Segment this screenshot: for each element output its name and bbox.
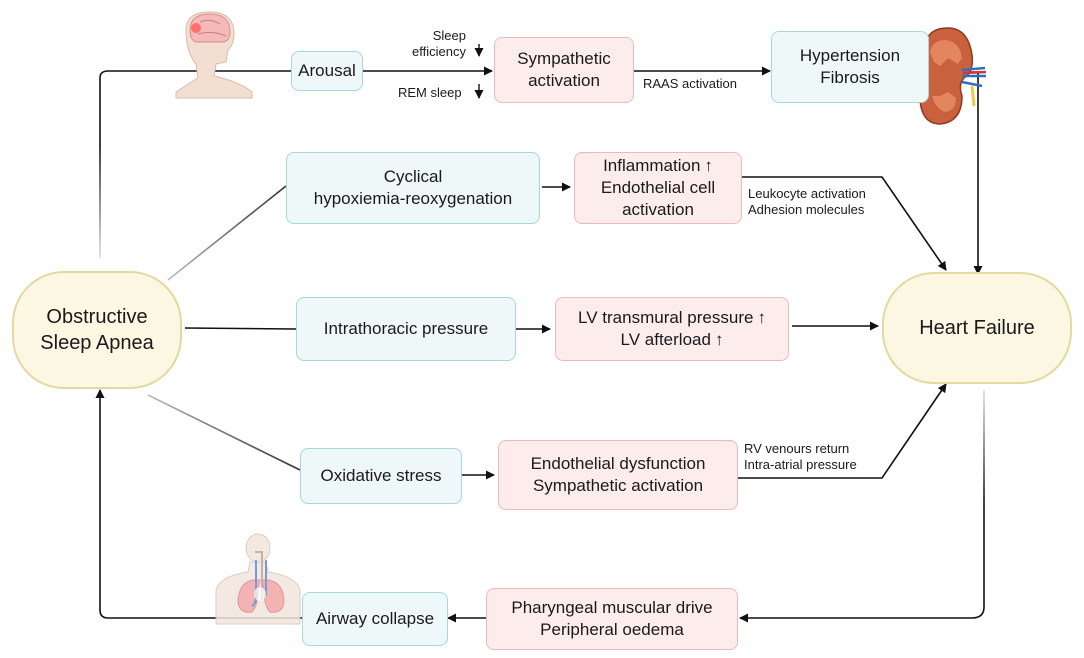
lv-afterload-up-arrow: LV afterload <box>621 329 724 351</box>
respiratory-system-icon <box>215 533 301 625</box>
node-inflammation: Inflammation Endothelial cell activation <box>574 152 742 224</box>
kidney-icon <box>918 27 987 125</box>
osa-intrathoracic-line <box>184 327 297 330</box>
node-oxidative-stress: Oxidative stress <box>300 448 462 504</box>
node-intrathoracic-pressure: Intrathoracic pressure <box>296 297 516 361</box>
node-pharyngeal-drive: Pharyngeal muscular drive Peripheral oed… <box>486 588 738 650</box>
node-sympathetic-activation: Sympathetic activation <box>494 37 634 103</box>
hf-pharyngeal-line <box>746 390 985 619</box>
node-endothelial-dysfunction: Endothelial dysfunction Sympathetic acti… <box>498 440 738 510</box>
head-brain-icon <box>175 11 253 99</box>
label-rv-venous-return: RV venours return Intra-atrial pressure <box>744 441 857 472</box>
label-leukocyte: Leukocyte activation Adhesion molecules <box>748 186 866 217</box>
node-hypertension-fibrosis: Hypertension Fibrosis <box>771 31 929 103</box>
osa-oxidative-line <box>147 394 301 471</box>
node-airway-collapse: Airway collapse <box>302 592 448 646</box>
endothelial-hf-arrow <box>738 383 947 479</box>
label-sleep-efficiency: Sleep efficiency <box>412 28 466 59</box>
inflammation-hf-arrow <box>742 176 947 271</box>
kidney-hf-arrow <box>965 71 983 275</box>
node-lv-pressure: LV transmural pressure LV afterload <box>555 297 789 361</box>
node-cyclical-hypoxiemia: Cyclical hypoxiemia-reoxygenation <box>286 152 540 224</box>
inflammation-up-arrow: Inflammation <box>603 155 713 177</box>
osa-cyclical-line <box>167 185 287 281</box>
node-arousal: Arousal <box>291 51 363 91</box>
node-heart-failure: Heart Failure <box>882 272 1072 384</box>
node-obstructive-sleep-apnea: Obstructive Sleep Apnea <box>12 271 182 389</box>
airway-osa-arrow <box>95 389 302 619</box>
label-rem-sleep: REM sleep <box>398 85 462 100</box>
label-raas-activation: RAAS activation <box>643 76 737 91</box>
osa-arousal-line <box>99 70 292 258</box>
lv-pressure-up-arrow: LV transmural pressure <box>578 307 766 329</box>
